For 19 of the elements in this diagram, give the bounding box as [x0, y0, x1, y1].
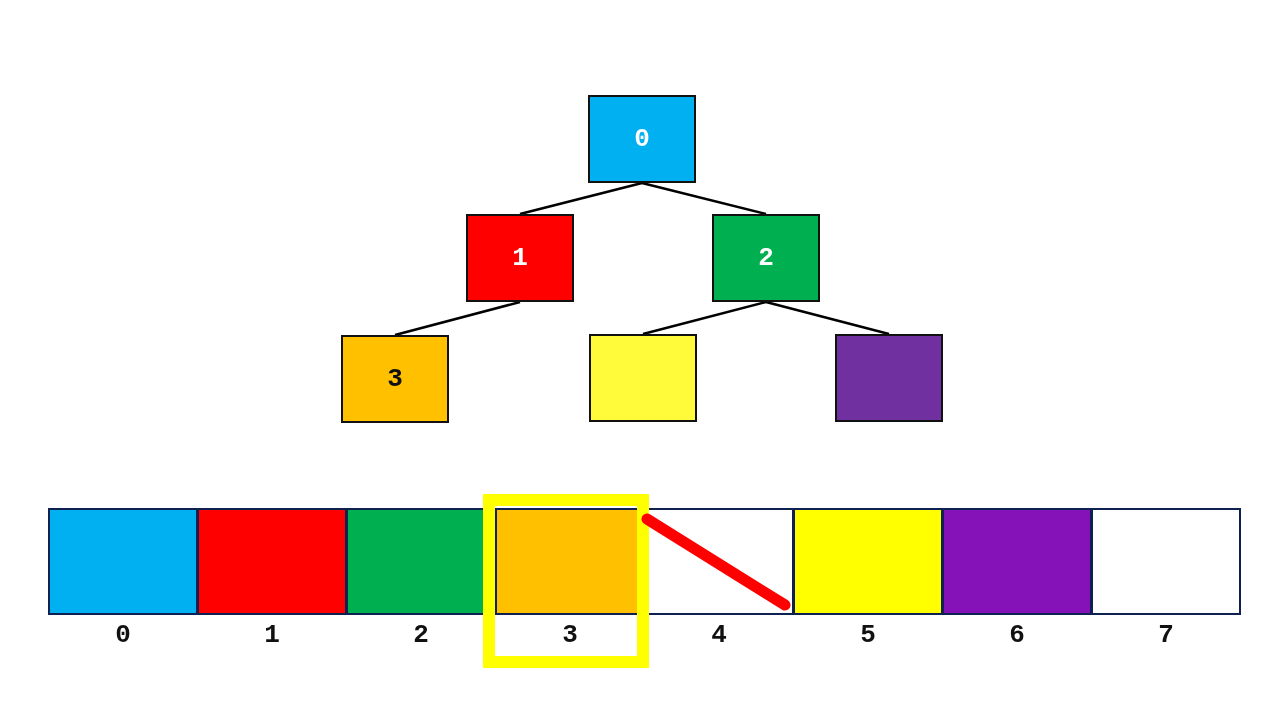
index-label: 1: [263, 620, 281, 650]
index-label: 7: [1157, 620, 1175, 650]
index-label: 2: [412, 620, 430, 650]
index-label: 0: [114, 620, 132, 650]
tree-node-box: 0: [588, 95, 696, 183]
index-label: 5: [859, 620, 877, 650]
connector-line: [765, 300, 890, 336]
connector-line: [519, 181, 643, 216]
tree-node-box: [589, 334, 697, 422]
tree-node-box: 2: [712, 214, 820, 302]
index-label: 3: [561, 620, 579, 650]
tree-node-box: 1: [466, 214, 574, 302]
index-label: 4: [710, 620, 728, 650]
connector-line: [642, 300, 767, 336]
connector-line: [394, 300, 521, 337]
connector-line: [641, 181, 767, 216]
tree-node-box: [835, 334, 943, 422]
tree-node-box: 3: [341, 335, 449, 423]
index-label: 6: [1008, 620, 1026, 650]
